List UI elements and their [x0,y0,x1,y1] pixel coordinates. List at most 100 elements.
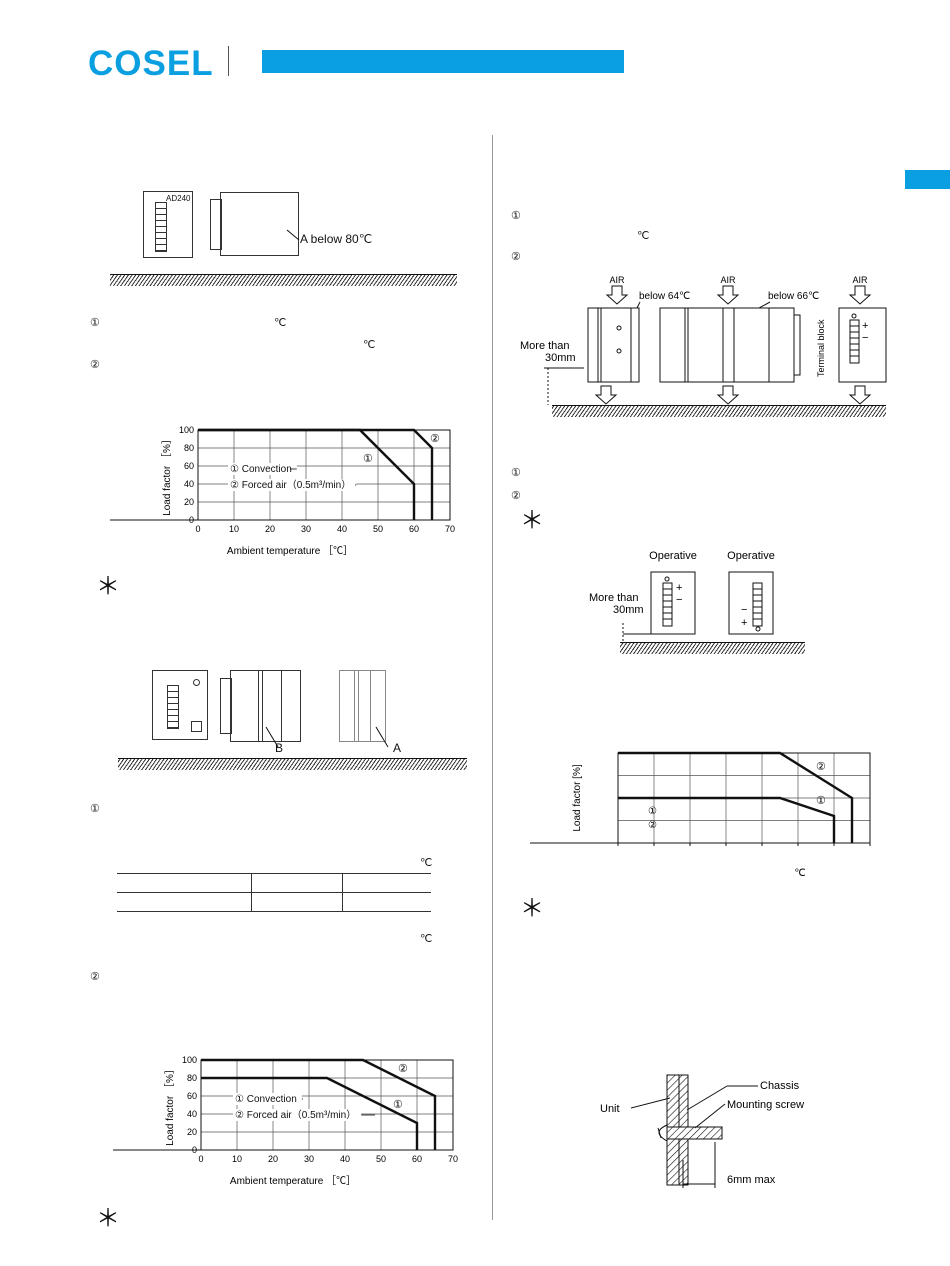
note-star: ＊ [96,572,120,600]
list-mark-1: ① [511,467,521,479]
x-tick-label: 20 [265,524,275,534]
y-tick-label: 80 [187,1073,197,1083]
x-tick-label: 60 [409,524,419,534]
x-tick-label: 50 [376,1154,386,1164]
y-tick-label: 100 [179,425,194,435]
note-star: ＊ [520,894,544,922]
chassis-label: Chassis [760,1080,800,1092]
air-arrow-down-icon [849,285,871,305]
y-tick-label: 40 [184,479,194,489]
unit-celsius: ℃ [637,230,650,242]
cosel-logo: COSEL [88,44,213,80]
air-arrow-down-icon [849,385,871,405]
list-mark-2: ② [511,490,521,502]
series-line-1 [618,796,836,843]
unit-side-view [230,670,301,742]
y-tick-label: 0 [192,1145,197,1155]
x-tick-label: 70 [448,1154,458,1164]
x-tick-label: 40 [340,1154,350,1164]
unit-celsius: ℃ [274,317,287,329]
mounting-surface [118,758,467,770]
mounting-screw-diagram: Unit Chassis Mounting screw 6mm max [600,1074,804,1188]
list-mark-1: ① [90,317,100,329]
series-line-2 [201,1058,437,1150]
unit-front-view [152,670,208,740]
max-length-label: 6mm max [727,1174,776,1186]
unit-top-view [339,670,386,742]
note-star: ＊ [520,506,544,534]
y-axis-label: Load factor ［%］ [161,434,173,516]
curve-label: ① [363,453,373,465]
table-row [117,892,431,912]
x-tick-label: 30 [304,1154,314,1164]
legend-mark: ① [648,806,657,817]
legend-bg [228,463,297,475]
orientation-diagram: Operative Operative + − − + More than 30… [589,550,775,655]
series-line-2 [618,751,854,843]
side-tab [905,170,950,189]
temp-note: A below 80℃ [300,232,373,246]
x-axis-label: Ambient temperature ［℃］ [227,545,353,557]
x-tick-label: 10 [232,1154,242,1164]
below-66-label: below 66℃ [768,291,819,302]
plus-sign: + [741,617,747,629]
unit-side-flange [210,199,222,250]
x-tick-label: 0 [195,524,200,534]
list-mark-1: ① [511,210,521,222]
list-mark-2: ② [90,971,100,983]
y-tick-label: 100 [182,1055,197,1065]
air-label-2: AIR [720,275,736,285]
curve-label: ① [393,1099,403,1111]
potentiometer [191,721,202,732]
x-tick-label: 60 [412,1154,422,1164]
minus-sign: − [862,332,868,344]
leader-line [265,726,279,748]
air-label-3: AIR [852,275,868,285]
table-unit: ℃ [420,857,433,869]
indicator-circle [193,679,200,686]
air-arrow-down-icon [717,385,739,405]
temperature-table [117,873,431,912]
y-axis-label: Load factor [%] [572,764,583,831]
curve-label: ① [816,795,826,807]
legend-bg [233,1109,362,1121]
minus-sign: − [676,594,682,606]
list-mark-1: ① [90,803,100,815]
plus-sign: + [676,582,682,594]
unit-side-view [220,192,299,256]
x-tick-label: 20 [268,1154,278,1164]
mounting-surface [620,642,805,654]
y-tick-label: 60 [187,1091,197,1101]
table-row [117,873,431,893]
terminal-strip [155,202,167,252]
legend-entry: ② Forced air（0.5m³/min） [230,479,351,491]
x-axis-label: ℃ [794,868,805,879]
terminal-block-label: Terminal block [816,319,826,377]
curve-label: ② [430,433,440,445]
x-tick-label: 70 [445,524,455,534]
legend-bg [233,1093,302,1105]
leader-line [286,229,300,241]
table-unit: ℃ [420,933,433,945]
legend-bg [228,479,357,491]
below-64-label: below 64℃ [639,291,690,302]
y-tick-label: 20 [187,1127,197,1137]
y-tick-label: 0 [189,515,194,525]
operative-label-1: Operative [649,550,697,562]
leader-line [375,726,389,748]
list-mark-2: ② [511,251,521,263]
distance-label: 30mm [613,604,644,616]
x-tick-label: 40 [337,524,347,534]
y-tick-label: 60 [184,461,194,471]
legend-entry: ② Forced air（0.5m³/min） [235,1109,356,1121]
operative-label-2: Operative [727,550,775,562]
distance-label: 30mm [545,352,576,364]
more-than-label: More than [589,592,639,604]
air-arrow-down-icon [606,285,628,305]
series-line-1 [201,1076,419,1150]
x-tick-label: 30 [301,524,311,534]
air-arrow-down-icon [595,385,617,405]
